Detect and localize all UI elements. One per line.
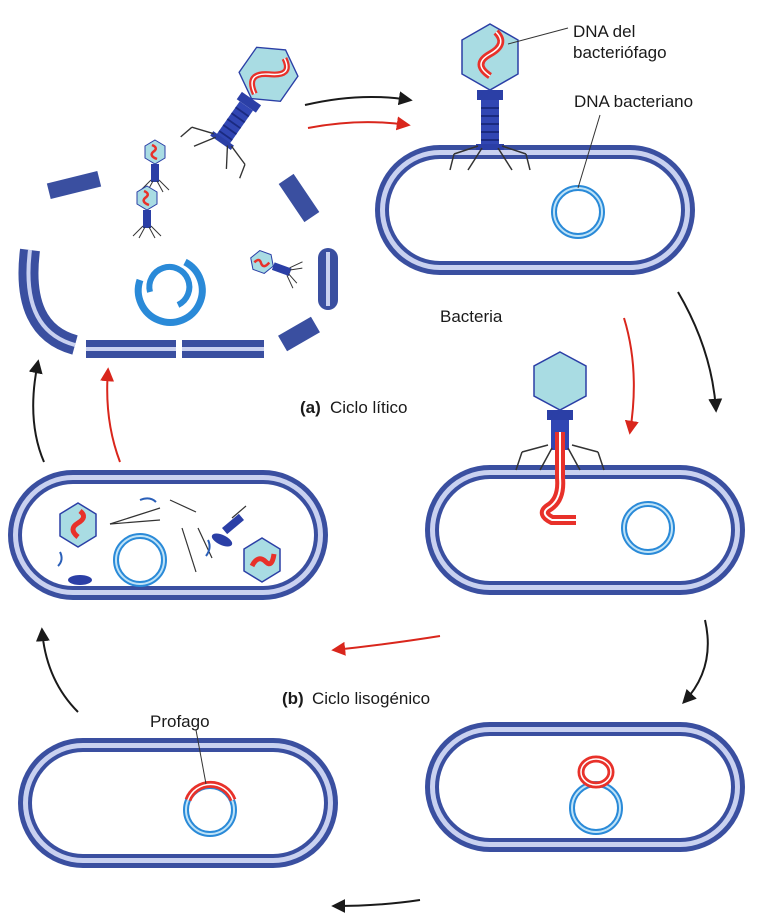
cycle-arrows [28,91,723,913]
lysing-bacterium [18,28,338,358]
label-prophage: Profago [150,712,210,731]
bacterium-prophage [18,729,338,868]
bacterium-circularization [425,722,745,852]
label-phage-dna-line2: bacteriófago [573,43,667,62]
label-phage-dna-line1: DNA del [573,22,635,41]
bacterium-injection [425,351,745,595]
label-bacterial-dna: DNA bacteriano [574,92,693,111]
label-bacteria: Bacteria [440,307,503,326]
label-lytic-letter: (a) [300,398,321,417]
bacterium-assembly [8,470,328,600]
label-lysogenic-letter: (b) [282,689,304,708]
label-lysogenic-cycle: Ciclo lisogénico [312,689,430,708]
bacterium-attachment [375,23,695,275]
label-lytic-cycle: Ciclo lítico [330,398,407,417]
